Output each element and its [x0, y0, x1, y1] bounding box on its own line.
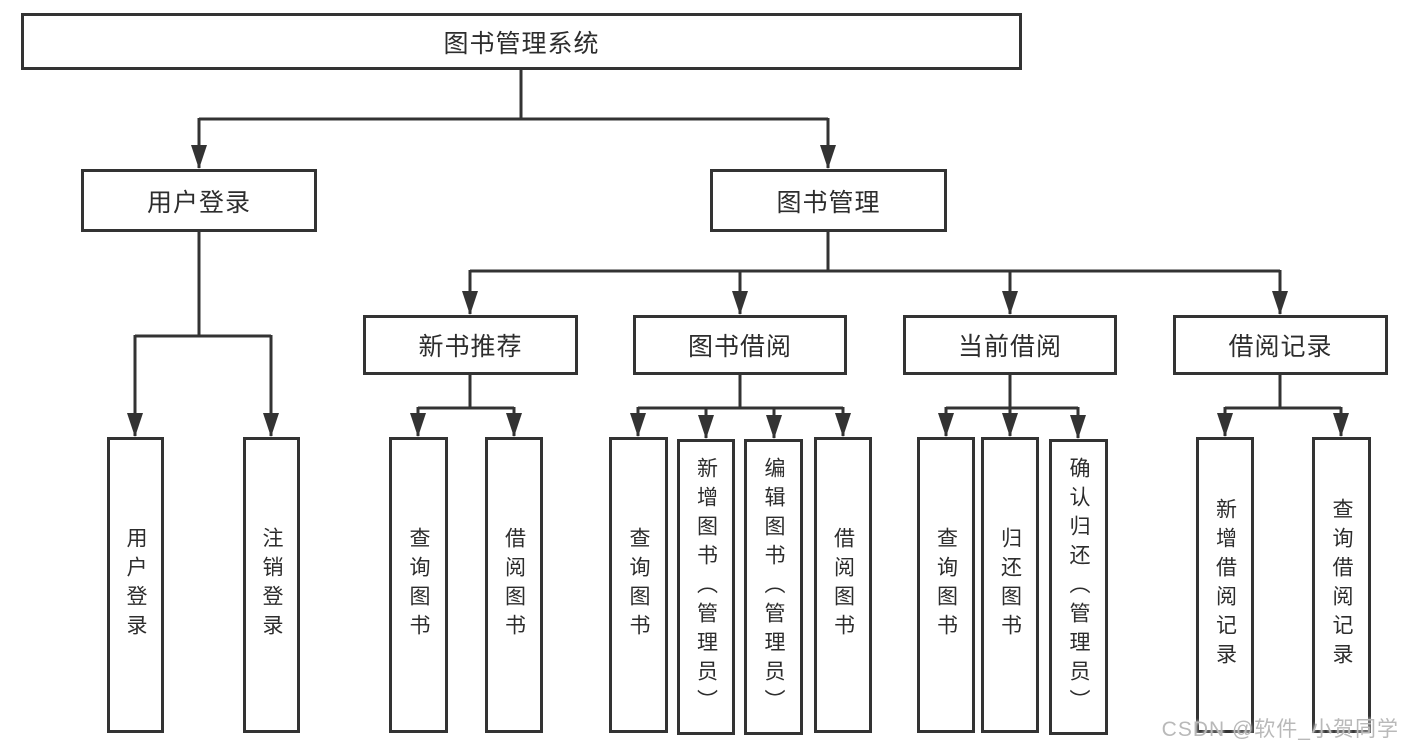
- node-label: 图书管理: [776, 188, 881, 217]
- node-label: 查询图书: [934, 527, 958, 643]
- leaf-add-books-admin: 新增图书（管理员）: [677, 439, 735, 735]
- leaf-edit-books-admin: 编辑图书（管理员）: [744, 439, 803, 735]
- node-label: 借阅图书: [831, 527, 855, 643]
- leaf-query-books-2: 查询图书: [609, 437, 668, 733]
- node-label: 注销登录: [260, 527, 283, 643]
- node-label: 用户登录: [124, 527, 147, 643]
- connector-group: [127, 70, 1349, 439]
- leaf-query-borrow-record: 查询借阅记录: [1312, 437, 1371, 733]
- leaf-add-borrow-record: 新增借阅记录: [1196, 437, 1254, 733]
- leaf-query-books-1: 查询图书: [389, 437, 448, 733]
- node-label: 归还图书: [998, 527, 1022, 643]
- node-label: 查询图书: [627, 527, 650, 643]
- node-label: 新增借阅记录: [1213, 498, 1237, 672]
- node-current-borrow: 当前借阅: [903, 315, 1117, 375]
- node-borrow-records: 借阅记录: [1173, 315, 1388, 375]
- node-label: 查询图书: [407, 527, 430, 643]
- node-book-management: 图书管理: [710, 169, 947, 232]
- leaf-logout: 注销登录: [243, 437, 300, 733]
- node-new-book-recommend: 新书推荐: [363, 315, 578, 375]
- node-label: 借阅图书: [502, 527, 526, 643]
- node-label: 新书推荐: [418, 333, 523, 361]
- node-label: 确认归还（管理员）: [1067, 456, 1090, 718]
- leaf-user-login: 用户登录: [107, 437, 164, 733]
- leaf-borrow-books-2: 借阅图书: [814, 437, 872, 733]
- node-label: 用户登录: [146, 188, 251, 217]
- node-book-borrow: 图书借阅: [633, 315, 847, 375]
- csdn-watermark: CSDN @软件_小贺同学: [1161, 718, 1399, 741]
- node-label: 借阅记录: [1228, 333, 1333, 361]
- leaf-confirm-return-admin: 确认归还（管理员）: [1049, 439, 1108, 735]
- leaf-query-books-3: 查询图书: [917, 437, 975, 733]
- node-label: 查询借阅记录: [1330, 498, 1353, 672]
- node-label: 新增图书（管理员）: [694, 456, 718, 718]
- node-system-root: 图书管理系统: [21, 13, 1022, 70]
- node-label: 图书借阅: [687, 333, 792, 361]
- node-user-login: 用户登录: [81, 169, 317, 232]
- leaf-return-books: 归还图书: [981, 437, 1039, 733]
- leaf-borrow-books-1: 借阅图书: [485, 437, 543, 733]
- node-label: 当前借阅: [957, 333, 1062, 361]
- node-label: 编辑图书（管理员）: [762, 456, 785, 718]
- node-label: 图书管理系统: [443, 29, 600, 58]
